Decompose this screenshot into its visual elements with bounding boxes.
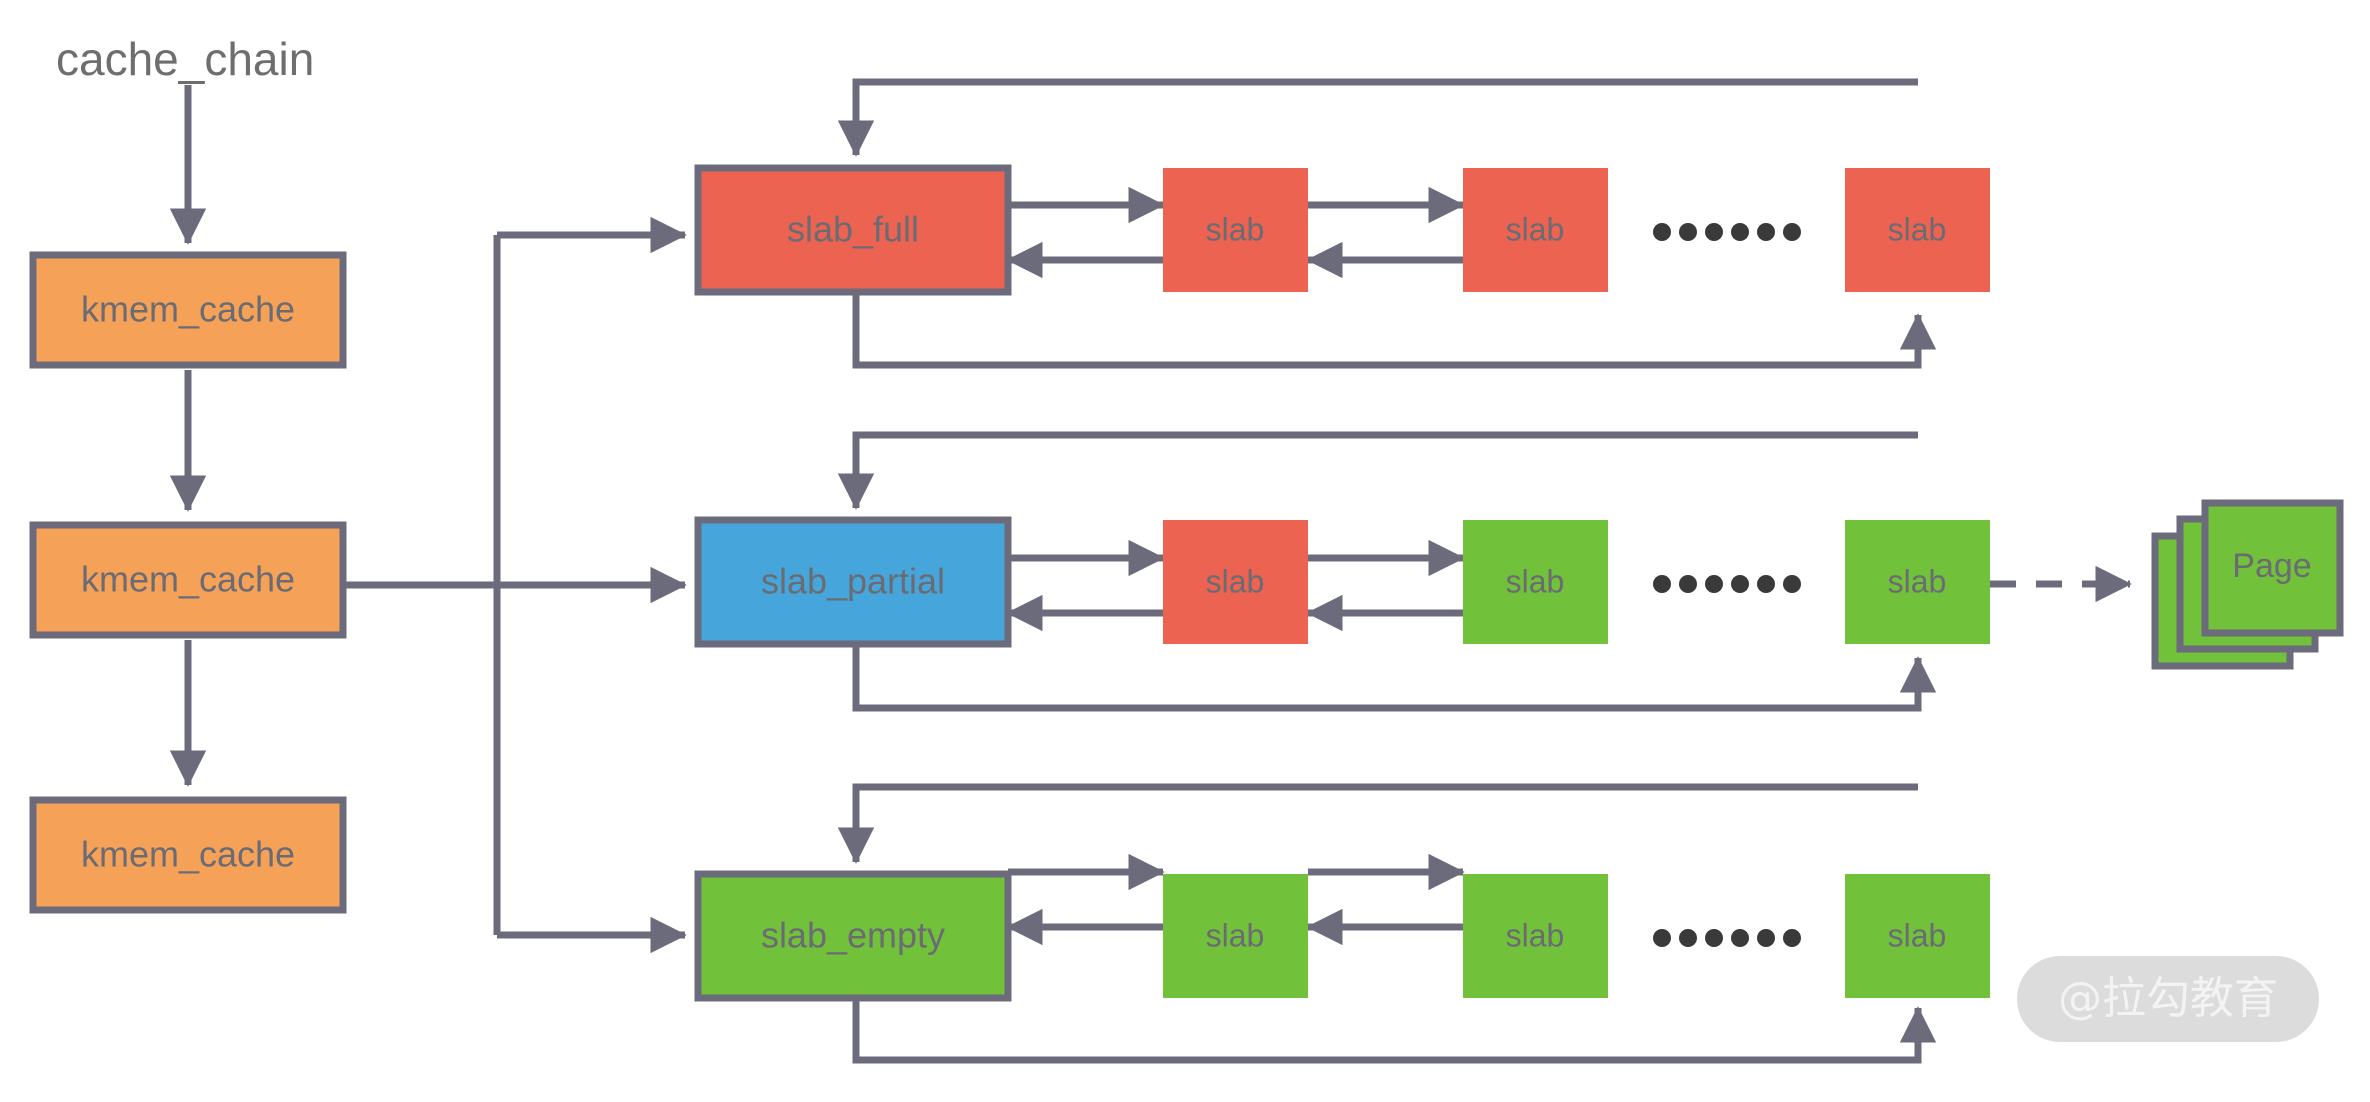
slab-full-item-1-label: slab <box>1206 211 1265 247</box>
slab-partial-head-label: slab_partial <box>761 561 945 602</box>
slab-full-item-3[interactable]: slab <box>1845 168 1990 292</box>
page-stack[interactable]: Page <box>2151 499 2344 670</box>
slab-full-item-2-label: slab <box>1506 211 1565 247</box>
slab-partial-item-1-label: slab <box>1206 563 1265 599</box>
watermark: @拉勾教育 <box>2017 956 2319 1042</box>
slab-partial-item-2-label: slab <box>1506 563 1565 599</box>
page-label: Page <box>2232 547 2311 585</box>
slab-partial-item-3[interactable]: slab <box>1845 520 1990 644</box>
slab-empty-item-2[interactable]: slab <box>1463 874 1608 998</box>
slab-empty-item-1-label: slab <box>1206 917 1265 953</box>
slab-partial-item-1[interactable]: slab <box>1163 520 1308 644</box>
kmem-cache-node-3[interactable]: kmem_cache <box>29 796 347 914</box>
slab-empty-item-3-label: slab <box>1888 917 1947 953</box>
kmem-cache-node-2[interactable]: kmem_cache <box>29 521 347 639</box>
slab-empty-item-2-label: slab <box>1506 917 1565 953</box>
edge-empty-loop-bottom <box>852 997 1937 1064</box>
cache-chain-title: cache_chain <box>56 33 314 85</box>
page-layer-front <box>2201 499 2344 637</box>
edge-partial-loop-top <box>837 431 1918 510</box>
edge-full-loop-bottom <box>852 290 1937 369</box>
kmem-cache-label-3: kmem_cache <box>81 834 295 875</box>
watermark-pill <box>2017 956 2319 1042</box>
kmem-cache-node-1[interactable]: kmem_cache <box>29 251 347 369</box>
slab-empty-ellipsis <box>1653 929 1801 947</box>
edge-partial-loop-bottom <box>852 643 1937 712</box>
slab-full-head[interactable]: slab_full <box>694 164 1012 296</box>
slab-partial-item-2[interactable]: slab <box>1463 520 1608 644</box>
slab-empty-item-1[interactable]: slab <box>1163 874 1308 998</box>
slab-full-item-1[interactable]: slab <box>1163 168 1308 292</box>
kmem-cache-label-2: kmem_cache <box>81 559 295 600</box>
watermark-text: @拉勾教育 <box>2058 973 2278 1024</box>
slab-full-head-label: slab_full <box>787 209 919 250</box>
slab-empty-item-3[interactable]: slab <box>1845 874 1990 998</box>
slab-partial-head[interactable]: slab_partial <box>694 516 1012 648</box>
slab-partial-ellipsis <box>1653 575 1801 593</box>
slab-partial-item-3-label: slab <box>1888 563 1947 599</box>
slab-full-item-3-label: slab <box>1888 211 1947 247</box>
edge-full-loop-top <box>837 78 1918 157</box>
edge-empty-loop-top <box>837 783 1918 864</box>
slab-full-item-2[interactable]: slab <box>1463 168 1608 292</box>
kmem-cache-label-1: kmem_cache <box>81 289 295 330</box>
slab-empty-head-label: slab_empty <box>761 915 945 956</box>
slab-empty-head[interactable]: slab_empty <box>694 870 1012 1002</box>
slab-full-ellipsis <box>1653 223 1801 241</box>
